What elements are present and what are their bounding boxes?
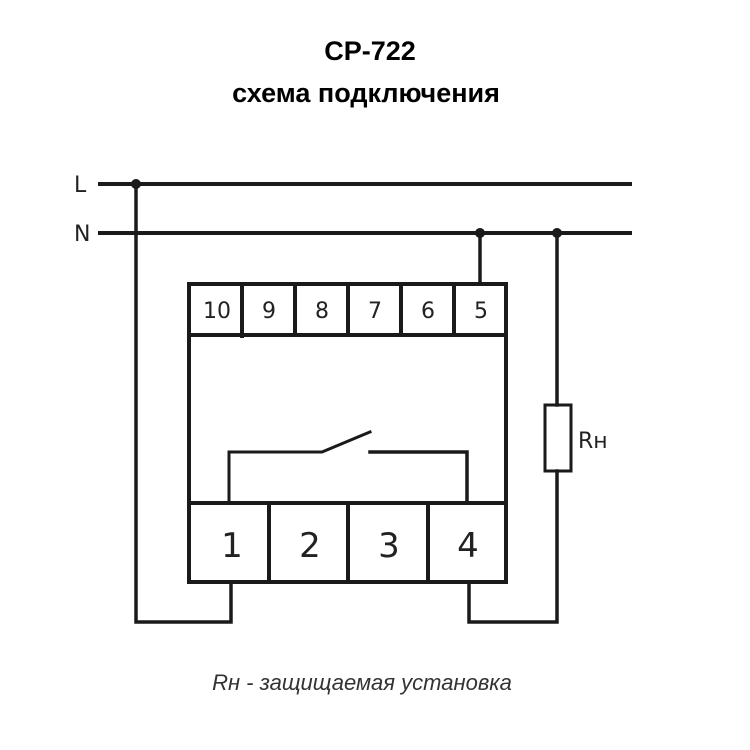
wire-terminal-4-to-load bbox=[467, 469, 559, 624]
load-resistor bbox=[543, 403, 573, 473]
line-n-label: N bbox=[74, 222, 90, 247]
line-l-label: L bbox=[74, 173, 87, 198]
terminal-2-label: 2 bbox=[299, 526, 321, 566]
terminal-9-label: 9 bbox=[262, 299, 276, 324]
caption: Rн - защищаемая установка bbox=[212, 670, 512, 695]
terminal-10-label: 10 bbox=[203, 299, 231, 324]
switch-contact-fixed bbox=[368, 450, 469, 505]
wire-l-to-terminal-1 bbox=[134, 182, 233, 624]
terminal-3-label: 3 bbox=[378, 526, 400, 566]
switch-contact-moving bbox=[227, 430, 372, 505]
diagram-subtitle: схема подключения bbox=[232, 78, 500, 108]
terminal-1-label: 1 bbox=[221, 526, 243, 566]
terminal-6-label: 6 bbox=[421, 299, 435, 324]
terminal-4-label: 4 bbox=[457, 526, 479, 566]
relay-device bbox=[187, 282, 508, 584]
diagram-title: CP-722 bbox=[324, 36, 416, 66]
terminal-5-label: 5 bbox=[474, 299, 488, 324]
terminal-7-label: 7 bbox=[368, 299, 382, 324]
terminal-8-label: 8 bbox=[315, 299, 329, 324]
load-label: Rн bbox=[578, 429, 608, 454]
